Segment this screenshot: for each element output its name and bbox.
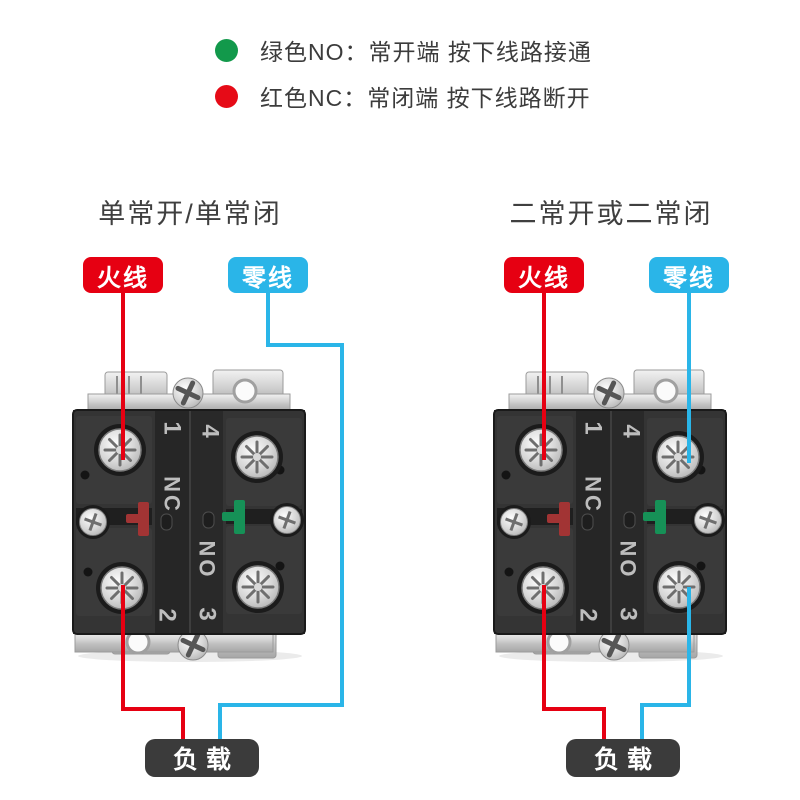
load-badge: 负载 xyxy=(145,739,259,777)
terminal-screw-1 xyxy=(513,422,569,478)
live-wire-segment xyxy=(121,293,125,460)
terminal-screw-3 xyxy=(230,559,286,615)
live-wire-segment xyxy=(121,585,125,711)
switch-contact-block: 1 NC 2 4 NO 3 xyxy=(72,369,306,662)
terminal-label-4: 4 xyxy=(197,424,224,438)
top-mounting-flange xyxy=(87,369,291,413)
side-screw-icon xyxy=(689,501,727,539)
nc-red-indicator-tab xyxy=(126,502,149,536)
legend-row-no: 绿色NO：常开端 按下线路接通 xyxy=(215,33,592,67)
neutral-wire-segment xyxy=(640,703,691,707)
terminal-label-1: 1 xyxy=(580,421,607,434)
live-wire-segment xyxy=(602,707,606,740)
live-wire-segment xyxy=(542,293,546,460)
neutral-wire-segment xyxy=(218,703,344,707)
load-badge: 负载 xyxy=(566,739,680,777)
green-dot-icon xyxy=(215,38,238,62)
terminal-screw-1 xyxy=(92,422,148,478)
contact-label-no: NO xyxy=(616,541,641,580)
terminal-label-4: 4 xyxy=(618,424,645,438)
contact-label-no: NO xyxy=(195,541,220,580)
no-green-indicator-tab xyxy=(643,500,666,534)
live-wire-segment xyxy=(121,707,185,711)
live-wire-badge: 火线 xyxy=(83,257,163,293)
live-wire-segment xyxy=(542,707,606,711)
no-green-indicator-tab xyxy=(222,500,245,534)
phillips-screw-icon xyxy=(594,378,624,408)
neutral-wire-segment xyxy=(266,343,344,347)
diagram-double-contact: 二常开或二常闭 xyxy=(421,180,800,800)
live-wire-badge: 火线 xyxy=(504,257,584,293)
terminal-label-2: 2 xyxy=(575,608,602,621)
nc-red-indicator-tab xyxy=(547,502,570,536)
mounting-hole xyxy=(653,378,679,404)
neutral-wire-segment xyxy=(687,293,691,463)
side-screw-icon xyxy=(495,503,533,541)
top-mounting-flange xyxy=(508,369,712,413)
terminal-label-3: 3 xyxy=(194,607,221,620)
diagram-single-contact: 单常开/单常闭 xyxy=(0,180,379,800)
terminal-screw-4 xyxy=(650,429,706,485)
contact-label-nc: NC xyxy=(581,476,606,514)
neutral-wire-segment xyxy=(687,587,691,707)
switch-contact-block: 1 NC 2 4 NO 3 xyxy=(493,369,727,662)
terminal-label-1: 1 xyxy=(159,421,186,434)
side-screw-icon xyxy=(268,501,306,539)
side-screw-icon xyxy=(74,503,112,541)
live-wire-segment xyxy=(181,707,185,740)
legend-text-nc: 红色NC：常闭端 按下线路断开 xyxy=(260,85,591,111)
neutral-wire-segment xyxy=(266,293,270,347)
mounting-hole xyxy=(232,378,258,404)
contact-label-nc: NC xyxy=(160,476,185,514)
neutral-wire-segment xyxy=(640,703,644,740)
legend-text-no: 绿色NO：常开端 按下线路接通 xyxy=(260,39,592,65)
neutral-wire-badge: 零线 xyxy=(649,257,729,293)
phillips-screw-icon xyxy=(173,378,203,408)
diagram-title: 二常开或二常闭 xyxy=(509,199,713,229)
diagram-title: 单常开/单常闭 xyxy=(98,199,282,229)
terminal-screw-4 xyxy=(229,429,285,485)
neutral-wire-segment xyxy=(340,343,344,707)
live-wire-segment xyxy=(542,585,546,711)
red-dot-icon xyxy=(215,84,238,108)
neutral-wire-segment xyxy=(218,703,222,740)
neutral-wire-badge: 零线 xyxy=(228,257,308,293)
terminal-screw-3 xyxy=(651,559,707,615)
terminal-label-2: 2 xyxy=(154,608,181,621)
legend-row-nc: 红色NC：常闭端 按下线路断开 xyxy=(215,79,591,113)
terminal-label-3: 3 xyxy=(615,607,642,620)
